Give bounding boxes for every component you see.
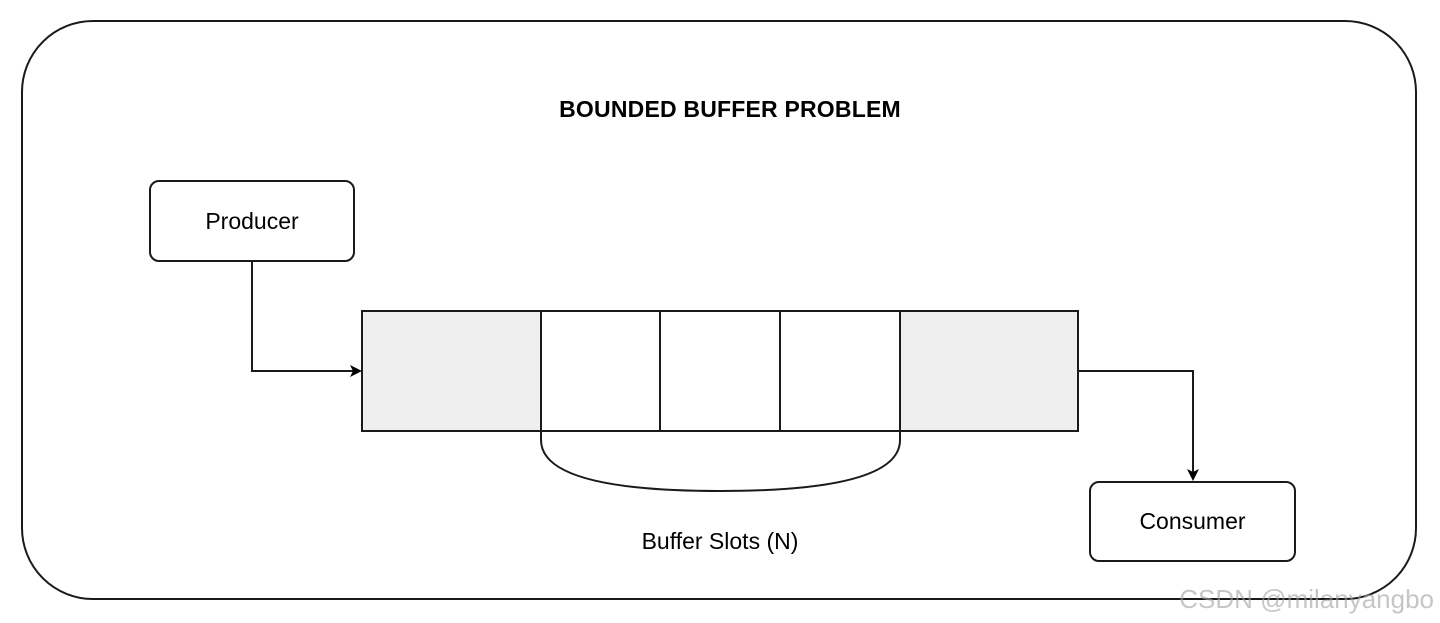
producer-to-buffer-arrow — [251, 262, 362, 377]
buffer-slot-2 — [659, 310, 781, 432]
producer-node[interactable]: Producer — [149, 180, 355, 262]
buffer-slot-3 — [779, 310, 901, 432]
producer-label: Producer — [205, 207, 299, 234]
diagram-title: BOUNDED BUFFER PROBLEM — [559, 96, 901, 122]
slots-brace — [540, 431, 901, 493]
consumer-label: Consumer — [1139, 508, 1246, 534]
diagram-frame — [21, 20, 1417, 600]
buffer-tail-block — [899, 310, 1079, 432]
buffer-to-consumer-arrow — [1078, 370, 1199, 481]
buffer-slots-caption: Buffer Slots (N) — [641, 528, 799, 554]
consumer-node[interactable]: Consumer — [1089, 481, 1296, 562]
buffer-head-block — [361, 310, 542, 432]
buffer-slot-1 — [540, 310, 661, 432]
watermark: CSDN @milanyangbo — [1179, 584, 1434, 614]
